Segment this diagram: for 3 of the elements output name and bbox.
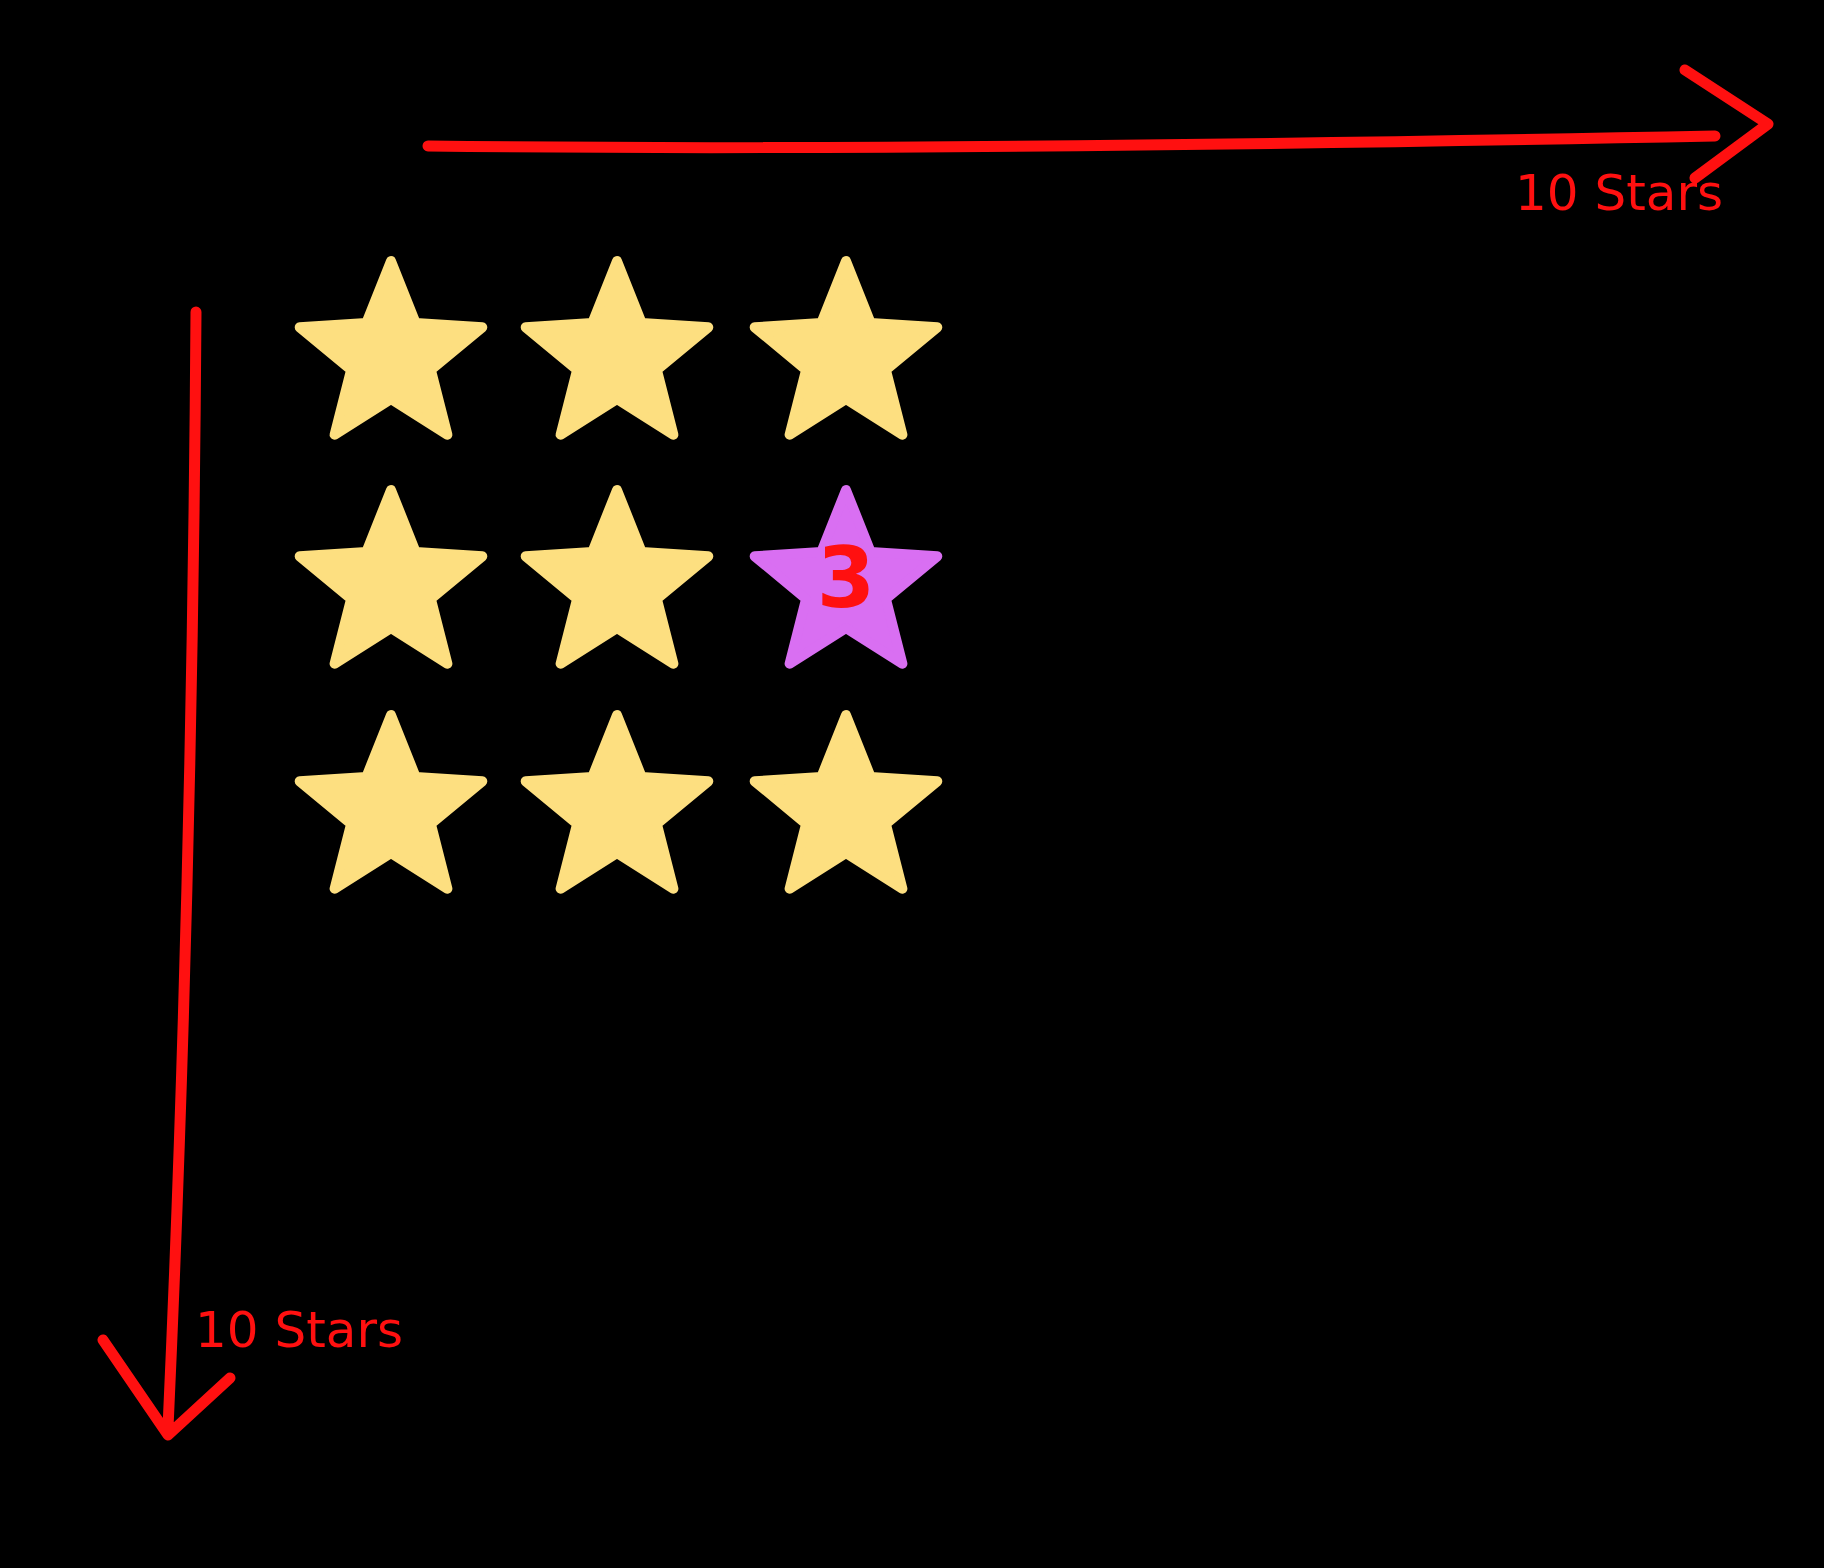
dimension-label: 10 Stars [1515,168,1724,218]
star-number: 3 [815,536,877,620]
dimension-label: 10 Stars [195,1305,404,1355]
